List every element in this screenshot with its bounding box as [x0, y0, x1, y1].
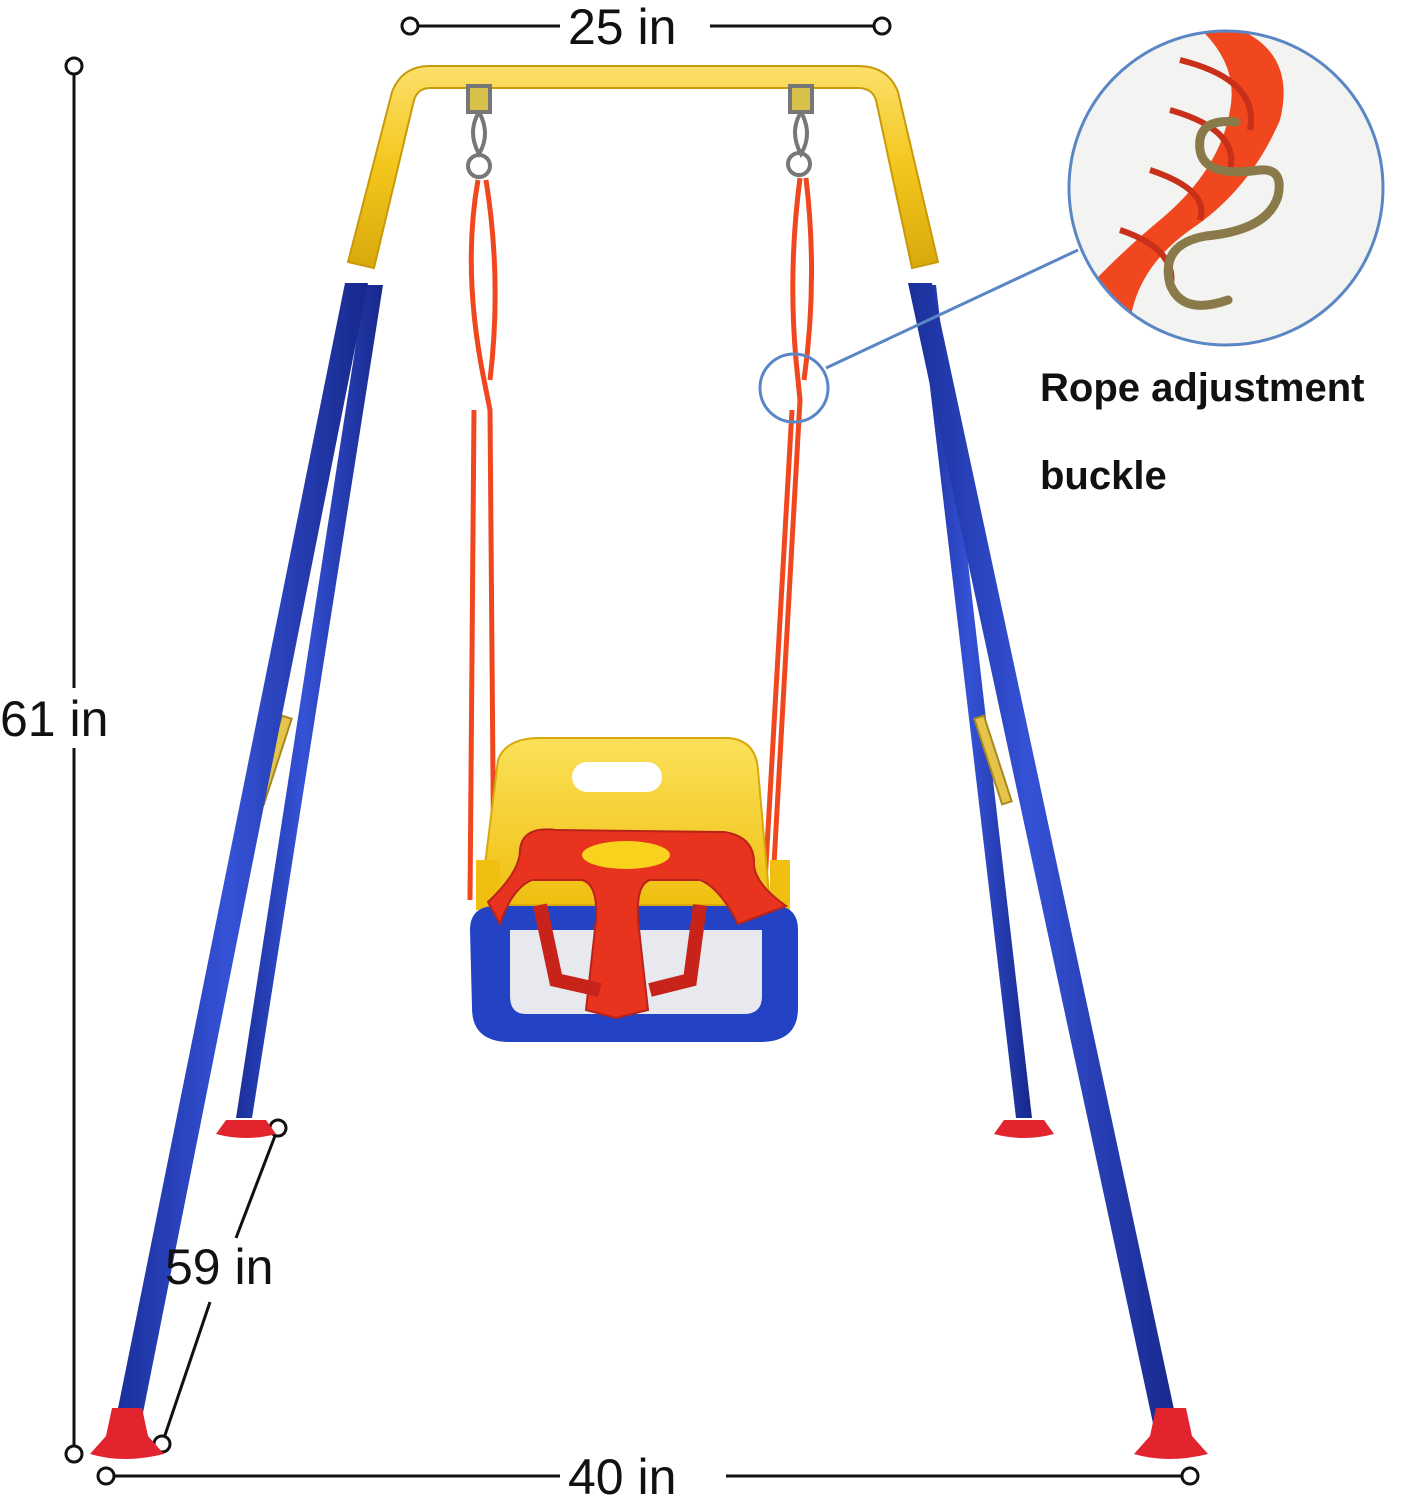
front-left-foot [90, 1408, 164, 1459]
top-bar [346, 65, 940, 270]
zoom-circle-border [1067, 29, 1385, 347]
back-left-foot [216, 1120, 276, 1138]
base-width-label: 40 in [568, 1449, 677, 1505]
swing-seat [470, 737, 798, 1042]
buckle-zoom-image [1069, 31, 1383, 345]
callout-label-line1: Rope adjustment [1040, 366, 1365, 410]
rope-buckle-callout [758, 29, 1385, 424]
ropes [467, 177, 815, 901]
height-label: 61 in [0, 691, 109, 747]
back-right-foot [994, 1120, 1054, 1138]
top-width-label: 25 in [568, 0, 677, 55]
back-legs [216, 285, 1054, 1138]
buckle-highlight-ring [758, 352, 830, 424]
depth-label: 59 in [165, 1239, 274, 1295]
callout-connector [825, 248, 1079, 370]
dimension-height-line [64, 56, 84, 1464]
hangers [466, 84, 814, 179]
callout-label-line2: buckle [1040, 454, 1167, 498]
front-right-foot [1134, 1408, 1208, 1459]
dimension-top-line [400, 16, 892, 36]
dimension-bottom-line [96, 1466, 1200, 1486]
front-legs [90, 283, 1208, 1459]
